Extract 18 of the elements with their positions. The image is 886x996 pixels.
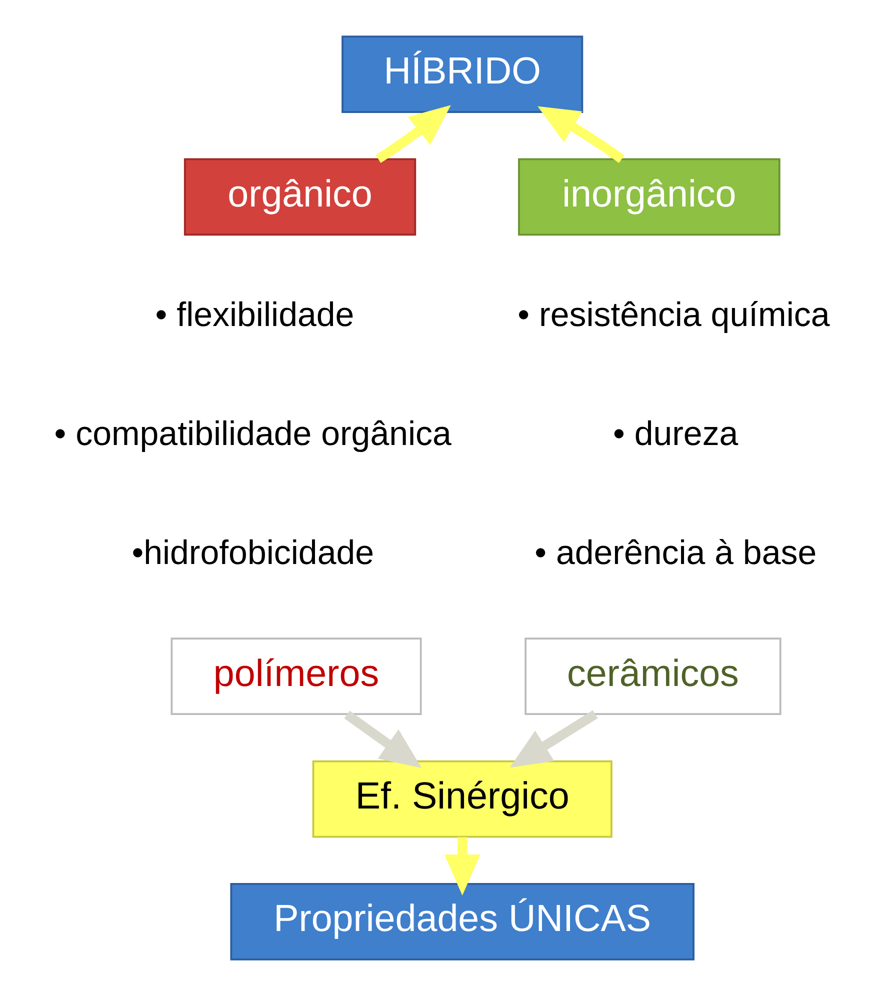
label: •hidrofobicidade [132,534,374,572]
label: • flexibilidade [155,296,354,334]
arrow [510,710,598,768]
node-box: Ef. Sinérgico [312,760,612,838]
arrow [444,837,480,896]
node-box: Propriedades ÚNICAS [230,883,694,960]
arrow [344,710,422,768]
label: • compatibilidade orgânica [54,414,452,453]
node-box: cerâmicos [524,638,782,716]
label: • aderência à base [534,534,817,572]
arrow [376,105,451,163]
arrow [538,106,624,164]
node-box: inorgânico [518,158,780,236]
label: • dureza [613,414,738,453]
label: • resistência química [518,296,830,334]
node-box: HÍBRIDO [342,36,584,113]
node-box: polímeros [170,638,422,716]
node-box: orgânico [184,158,416,236]
